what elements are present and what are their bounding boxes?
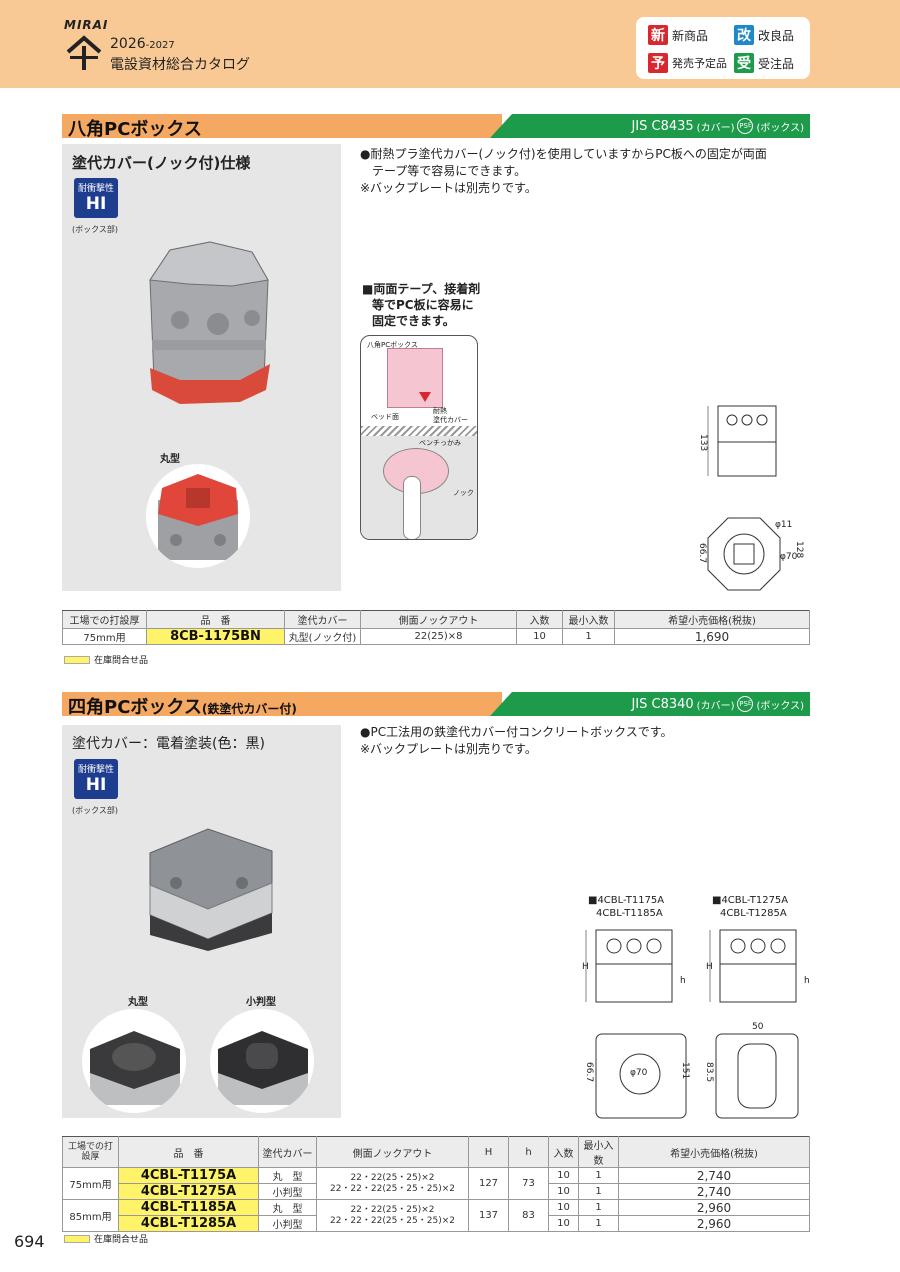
legend-planned: 予 発売予定品 <box>648 53 727 73</box>
stock-note-1: 在庫問合せ品 <box>64 653 148 666</box>
section2-desc-1: ●PC工法用の鉄塗代カバー付コンクリートボックスです。 <box>360 725 673 739</box>
section2-panel-title: 塗代カバー：電着塗装(色：黒) <box>72 736 265 752</box>
round-type-label: 丸型 <box>128 997 148 1008</box>
catalog-year: 2026-2027 <box>110 36 175 52</box>
square-side-drawing-1 <box>585 929 673 1003</box>
part-number: 4CBL-T1185A <box>118 1199 259 1216</box>
legend-box: 新 新商品 改 改良品 予 発売予定品 受 受注品 <box>636 17 810 79</box>
legend-new: 新 新商品 <box>648 25 708 45</box>
square-side-drawing-2 <box>709 929 797 1003</box>
feature-line-3: 固定できます。 <box>372 314 455 328</box>
section2-title: 四角PCボックス(鉄塗代カバー付) <box>68 697 297 718</box>
order-badge-icon: 受 <box>734 53 754 73</box>
section1-desc-3: ※バックプレートは別売りです。 <box>360 181 537 195</box>
planned-badge-icon: 予 <box>648 53 668 73</box>
oval-type-label: 小判型 <box>246 997 276 1008</box>
legend-improved: 改 改良品 <box>734 25 794 45</box>
oval-cover-closeup <box>210 1009 314 1113</box>
impact-resistance-badge: 耐衝撃性 HI <box>74 759 118 799</box>
octagon-top-drawing <box>707 517 781 591</box>
square-top-drawing-1 <box>595 1033 687 1119</box>
mirai-logo-icon <box>66 35 102 70</box>
improved-badge-icon: 改 <box>734 25 754 45</box>
down-arrow-icon <box>419 392 431 402</box>
stock-note-2: 在庫問合せ品 <box>64 1232 148 1245</box>
section1-photo-panel: 塗代カバー(ノック付)仕様 耐衝撃性 HI (ボックス部) 丸型 <box>62 144 341 591</box>
catalog-title: 電設資材総合カタログ <box>110 57 250 73</box>
table-row: 4CBL-T1285A 小判型 10 1 2,960 <box>63 1215 810 1232</box>
section1-title: 八角PCボックス <box>68 119 202 140</box>
table-row: 75mm用 8CB-1175BN 丸型(ノック付) 22(25)×8 10 1 … <box>62 628 810 645</box>
part-number: 4CBL-T1285A <box>118 1215 259 1232</box>
part-number: 8CB-1175BN <box>146 628 285 645</box>
feature-line-1: ■両面テープ、接着剤 <box>362 282 481 296</box>
round-type-label: 丸型 <box>160 454 180 465</box>
part-number: 4CBL-T1175A <box>118 1167 259 1184</box>
impact-resistance-badge: 耐衝撃性 HI <box>74 178 118 218</box>
page-number: 694 <box>14 1232 45 1251</box>
round-cover-closeup <box>146 464 250 568</box>
section1-desc-1: ●耐熱プラ塗代カバー(ノック付)を使用していますからPC板への固定が両面 <box>360 147 767 161</box>
section2-spec-table: 工場での打設厚 品 番 塗代カバー 側面ノックアウト H h 入数 最小入数 希… <box>62 1136 810 1232</box>
section2-photo-panel: 塗代カバー：電着塗装(色：黒) 耐衝撃性 HI (ボックス部) 丸型 小判型 <box>62 725 341 1118</box>
install-diagram: 八角PCボックス ベッド面 耐熱 塗代カバー ベンチっかみ ノック <box>360 335 478 540</box>
part-number: 4CBL-T1275A <box>118 1183 259 1200</box>
octagon-box-image <box>149 241 270 404</box>
octagon-side-drawing <box>707 405 777 477</box>
round-cover-closeup <box>82 1009 186 1113</box>
square-top-drawing-2 <box>715 1033 799 1119</box>
brand-logo-text: MIRAI <box>64 18 109 32</box>
section2-desc-2: ※バックプレートは別売りです。 <box>360 742 537 756</box>
legend-order: 受 受注品 <box>734 53 794 73</box>
feature-line-2: 等でPC板に容易に <box>372 298 474 312</box>
section1-spec-table: 工場での打設厚 品 番 塗代カバー 側面ノックアウト 入数 最小入数 希望小売価… <box>62 610 810 645</box>
new-badge-icon: 新 <box>648 25 668 45</box>
section1-desc-2: テープ等で容易にできます。 <box>372 164 527 178</box>
square-box-image <box>149 828 273 951</box>
section1-panel-title: 塗代カバー(ノック付)仕様 <box>72 154 251 172</box>
